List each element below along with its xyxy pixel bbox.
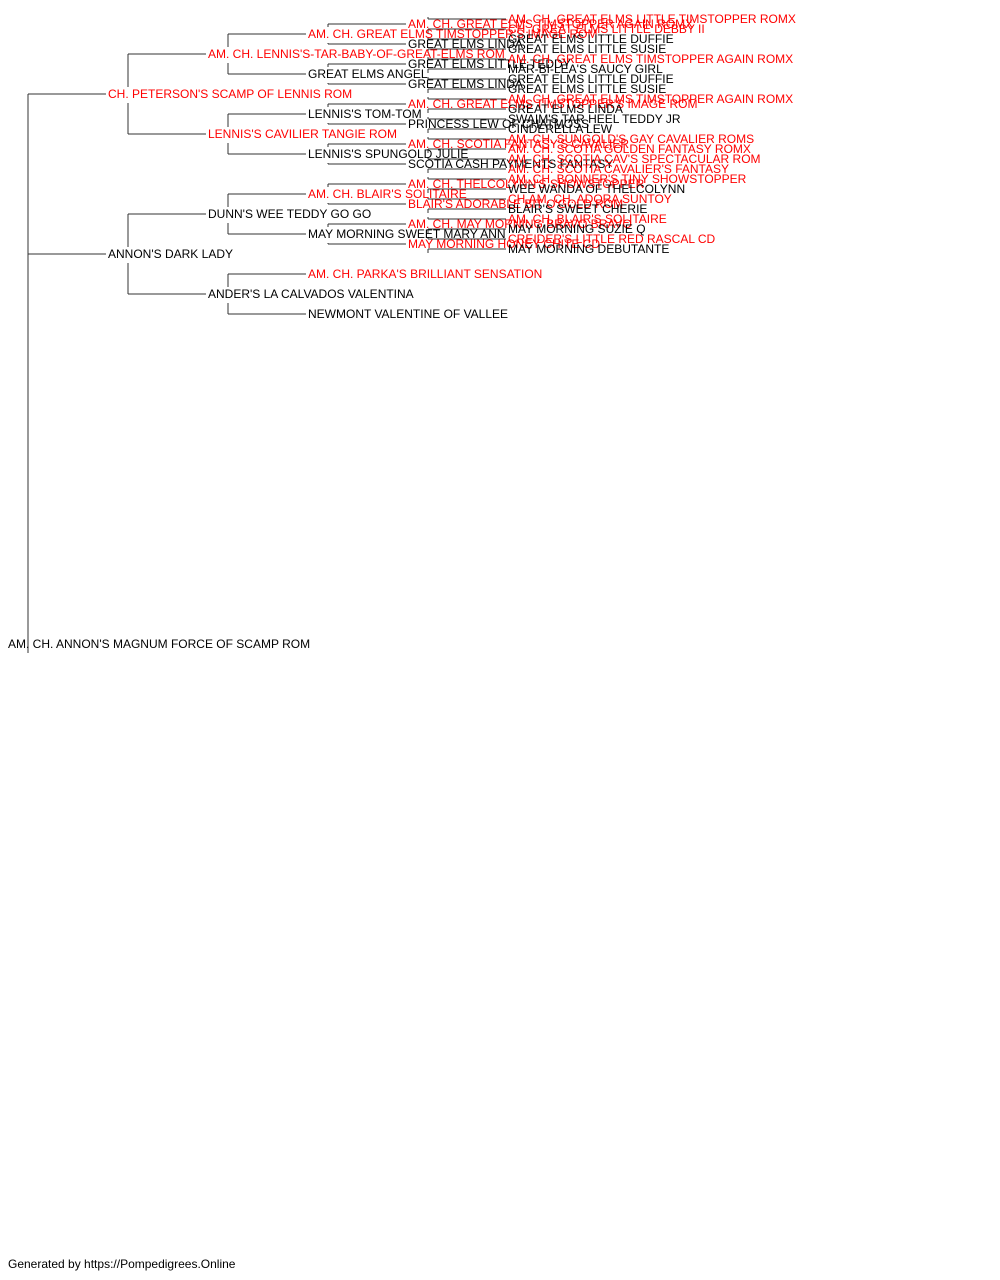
- dog-name[interactable]: CREIDER'S LITTLE RED RASCAL CD: [508, 232, 716, 246]
- dog-name[interactable]: GREAT ELMS LITTLE SUSIE: [508, 42, 667, 56]
- dog-name[interactable]: AM. CH. BONNER'S TINY SHOWSTOPPER: [508, 172, 747, 186]
- dog-name[interactable]: ANNON'S DARK LADY: [108, 247, 233, 261]
- dog-name[interactable]: CH. PETERSON'S SCAMP OF LENNIS ROM: [108, 87, 353, 101]
- dog-name[interactable]: AM. CH. THELCOLYNN'S SHOWSTOPPER: [408, 177, 645, 191]
- dog-name[interactable]: MAY MORNING SUZIE Q: [508, 222, 646, 236]
- dog-name[interactable]: GREAT ELMS LINDA: [408, 77, 523, 91]
- dog-name[interactable]: AM. CH. GREAT ELMS TIMSTOPPER AGAIN ROMX: [508, 52, 794, 66]
- dog-name[interactable]: LENNIS'S TOM-TOM: [308, 107, 422, 121]
- dog-name[interactable]: BLAIR'S SWEET CHERIE: [508, 202, 648, 216]
- dog-name[interactable]: AM. CH. PARKA'S BRILLIANT SENSATION: [308, 267, 543, 281]
- dog-name[interactable]: GREAT ELMS LITTLE DUFFIE: [508, 32, 674, 46]
- dog-name[interactable]: CINDERELLA LEW: [508, 122, 613, 136]
- dog-name[interactable]: CH.AM. CH. ADORA SUNTOY: [508, 192, 672, 206]
- dog-name[interactable]: DUNN'S WEE TEDDY GO GO: [208, 207, 372, 221]
- dog-name[interactable]: MAR-BI-LEA'S SAUCY GIRL: [508, 62, 663, 76]
- dog-name[interactable]: AM. CH. SUNGOLD'S GAY CAVALIER ROMS: [508, 132, 755, 146]
- dog-name[interactable]: GREAT ELMS LITTLE DUFFIE: [508, 72, 674, 86]
- dog-name[interactable]: AM. CH. SCOTIA FANTASY'S CAVALIER: [408, 137, 630, 151]
- dog-name[interactable]: AM. CH. GREAT ELMS TIMSTOPPER AGAIN ROMX: [508, 92, 794, 106]
- dog-name[interactable]: WEE WANDA OF THELCOLYNN: [508, 182, 686, 196]
- dog-name[interactable]: AM. CH. BLAIR'S SOLITAIRE: [508, 212, 667, 226]
- dog-name[interactable]: AM. CH. SCOTIA GOLDEN FANTASY ROMX: [508, 142, 751, 156]
- dog-name[interactable]: AM. CH. GREAT ELMS TIMSTOPPER'S IMAGE RO…: [308, 27, 598, 41]
- dog-name[interactable]: NEWMONT VALENTINE OF VALLEE: [308, 307, 509, 321]
- dog-name[interactable]: MAY MORNING DEBUTANTE: [508, 242, 670, 256]
- dog-name[interactable]: AM. CH. GREAT ELMS TIMSTOPPER AGAIN ROMX: [408, 17, 694, 31]
- footer-credit: Generated by https://Pompedigrees.Online: [8, 1257, 236, 1271]
- dog-name[interactable]: LENNIS'S SPUNGOLD JULIE: [308, 147, 469, 161]
- dog-name[interactable]: GREAT ELMS LINDA: [408, 37, 523, 51]
- dog-name[interactable]: AM. CH. ANNON'S MAGNUM FORCE OF SCAMP RO…: [8, 637, 311, 651]
- dog-name[interactable]: ANDER'S LA CALVADOS VALENTINA: [208, 287, 414, 301]
- dog-name[interactable]: SCOTIA CASH PAYMENTS FANTASY: [408, 157, 614, 171]
- dog-name[interactable]: MAY MORNING SWEET MARY ANN: [308, 227, 506, 241]
- dog-name[interactable]: GREAT ELMS ANGEL: [308, 67, 428, 81]
- dog-name[interactable]: BLAIR'S ADORABLE BIT O'GOLD ROM: [408, 197, 624, 211]
- dog-name[interactable]: SWAIM'S TAR HEEL TEDDY JR: [508, 112, 681, 126]
- dog-name[interactable]: LENNIS'S CAVILIER TANGIE ROM: [208, 127, 397, 141]
- dog-name[interactable]: AM. CH. MAY MORNING BRAVO BRAVO: [408, 217, 632, 231]
- dog-name[interactable]: CH. GREAT ELMS LITTLE DEBBY II: [508, 22, 705, 36]
- dog-name[interactable]: GREAT ELMS LINDA: [508, 102, 623, 116]
- dog-name[interactable]: AM. CH. GREAT ELMS LITTLE TIMSTOPPER ROM…: [508, 12, 796, 26]
- dog-name[interactable]: AM. CH. SCOTIA CAV'S SPECTACULAR ROM: [508, 152, 761, 166]
- dog-name[interactable]: GREAT ELMS LITTLE SUSIE: [508, 82, 667, 96]
- dog-name[interactable]: AM. CH. GREAT ELMS TIMSTOPPER'S IMAGE RO…: [408, 97, 698, 111]
- dog-name[interactable]: AM. CH. LENNIS'S-TAR-BABY-OF-GREAT-ELMS …: [208, 47, 505, 61]
- dog-name[interactable]: MAY MORNING HONEY CHITE CD: [408, 237, 601, 251]
- dog-name[interactable]: GREAT ELMS LITTLE TEDDY: [408, 57, 571, 71]
- dog-name[interactable]: AM. CH. BLAIR'S SOLITAIRE: [308, 187, 467, 201]
- dog-name[interactable]: AM. CH. SCOTIA CAVALIER'S FANTASY: [508, 162, 730, 176]
- dog-name[interactable]: PRINCESS LEW OF CHATMOSS: [408, 117, 590, 131]
